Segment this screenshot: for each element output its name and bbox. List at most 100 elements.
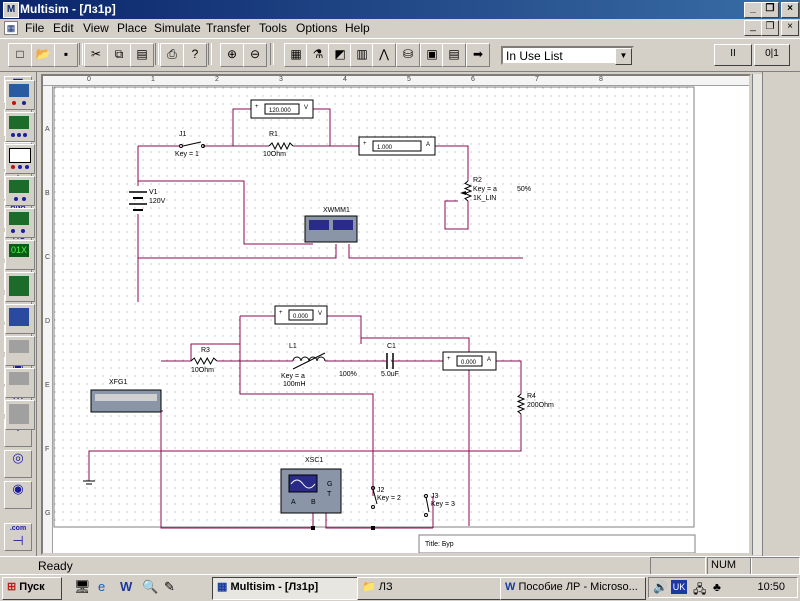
parts-bin-com-button[interactable]: .com⊣ — [4, 523, 32, 551]
in-use-list-dropdown[interactable]: In Use List ▼ — [501, 46, 634, 65]
minimize-button[interactable]: _ — [744, 2, 762, 18]
xwmm1-label: XWMM1 — [323, 207, 350, 214]
parts-bin-globe-button[interactable]: ◎ — [4, 450, 32, 478]
menu-options[interactable]: Options — [296, 21, 338, 35]
notepad-icon[interactable]: ✎ — [164, 579, 175, 594]
wire — [444, 200, 469, 230]
menu-transfer[interactable]: Transfer — [206, 21, 251, 35]
database-icon[interactable]: ⚗ — [306, 43, 330, 67]
menu-simulate[interactable]: Simulate — [154, 21, 201, 35]
zoom-out-icon[interactable]: ⊖ — [243, 43, 267, 67]
pause-simulation-button[interactable]: II — [714, 44, 752, 66]
start-button[interactable]: ⊞ Пуск — [2, 577, 62, 600]
copy-icon[interactable]: ⧉ — [107, 43, 131, 67]
menu-tools[interactable]: Tools — [259, 21, 288, 35]
mdi-close-button[interactable]: × — [781, 20, 799, 36]
report-icon[interactable]: ▤ — [442, 43, 466, 67]
wire — [160, 411, 314, 529]
chevron-down-icon[interactable]: ▼ — [615, 48, 632, 65]
tray-app-icon[interactable]: ♣ — [713, 580, 721, 594]
new-file-icon[interactable]: □ — [8, 43, 32, 67]
network-analyzer-icon[interactable] — [5, 400, 35, 430]
signal-icon[interactable]: ⋀ — [372, 43, 396, 67]
grapher-icon[interactable]: ◩ — [328, 43, 352, 67]
speaker-icon[interactable]: 🔊 — [653, 580, 668, 594]
ruler-tick-label: 0 — [87, 76, 91, 83]
task-word-doc[interactable]: W Пособие ЛР - Microso... — [500, 577, 646, 600]
ammeter-1-display — [372, 140, 422, 152]
spectrum-analyzer-icon[interactable] — [5, 368, 35, 398]
vertical-scrollbar[interactable] — [752, 74, 762, 555]
multimeter-instrument-icon[interactable] — [5, 80, 35, 110]
menu-file[interactable]: File — [25, 21, 45, 35]
status-panel — [650, 557, 706, 575]
mdi-restore-button[interactable]: ❐ — [761, 20, 779, 36]
word-generator-icon[interactable]: 01X — [5, 240, 35, 270]
toolbar — [0, 38, 800, 72]
logic-analyzer-icon[interactable] — [5, 272, 35, 302]
title-block-text: Title: Бур — [425, 541, 454, 548]
oscilloscope-icon[interactable] — [5, 176, 35, 206]
component-icon[interactable]: ▦ — [284, 43, 308, 67]
function-generator-icon[interactable] — [5, 112, 35, 142]
internet-explorer-icon[interactable]: e — [98, 579, 106, 594]
help-icon[interactable]: ? — [183, 43, 207, 67]
menu-view[interactable]: View — [83, 21, 109, 35]
r2-value-label: 1K_LIN — [473, 195, 496, 202]
menu-edit[interactable]: Edit — [53, 21, 74, 35]
wattmeter-screen — [333, 220, 353, 230]
cut-icon[interactable]: ✂ — [84, 43, 108, 67]
voltmeter-2-value: 0.000 — [293, 314, 309, 320]
j2-key-label: Key = 2 — [377, 495, 401, 502]
forward-arrow-icon[interactable]: ➡ — [466, 43, 490, 67]
v1-label: V1 — [149, 189, 158, 196]
wire — [496, 360, 522, 394]
task-multisim[interactable]: ▦ Multisim - [Лз1р] — [212, 577, 360, 600]
xsc1-channel-b-label: B — [311, 499, 316, 506]
print-icon[interactable]: ⎙ — [160, 43, 184, 67]
switch-contact — [424, 513, 428, 517]
desktop-icon[interactable]: 🖥 — [74, 579, 91, 594]
start-label: Пуск — [19, 581, 45, 593]
ammeter-2-plus-terminal: + — [447, 356, 451, 362]
document-icon[interactable]: ▦ — [4, 21, 18, 35]
voltmeter-2-plus-terminal: + — [279, 310, 283, 316]
word-icon[interactable]: W — [120, 579, 133, 594]
wire — [138, 180, 313, 245]
l1-key-label: Key = a — [281, 373, 305, 380]
task-folder[interactable]: 📁 ЛЗ — [357, 577, 503, 600]
close-button[interactable]: × — [781, 2, 799, 18]
maximize-button[interactable]: ❐ — [761, 2, 779, 18]
analysis-icon[interactable]: ▥ — [350, 43, 374, 67]
voltmeter-1-type-label: V — [304, 105, 308, 111]
save-icon[interactable]: ▪ — [54, 43, 78, 67]
wire — [203, 108, 251, 147]
zoom-in-icon[interactable]: ⊕ — [220, 43, 244, 67]
parts-bin-rf-button[interactable]: ◉ — [4, 481, 32, 509]
c1-value-label: 5.0uF — [381, 371, 399, 378]
distortion-analyzer-icon[interactable] — [5, 336, 35, 366]
toolbar-separator — [79, 43, 83, 65]
open-folder-icon[interactable]: 📂 — [31, 43, 55, 67]
menu-place[interactable]: Place — [117, 21, 148, 35]
logic-converter-icon[interactable] — [5, 304, 35, 334]
list-icon[interactable]: ▣ — [420, 43, 444, 67]
wire — [190, 316, 241, 361]
mdi-minimize-button[interactable]: _ — [744, 20, 762, 36]
task-label: ЛЗ — [378, 581, 393, 593]
run-simulation-switch[interactable]: 0|1 — [754, 44, 790, 66]
paste-icon[interactable]: ▤ — [130, 43, 154, 67]
postprocessor-icon[interactable]: ⛁ — [396, 43, 420, 67]
ruler-tick-label: 6 — [471, 76, 475, 83]
network-icon[interactable]: 🖧 — [693, 582, 707, 596]
xsc1-trigger-label: T — [327, 491, 332, 498]
language-indicator[interactable]: UK — [671, 580, 687, 594]
wattmeter-icon[interactable] — [5, 144, 35, 174]
multisim-task-icon: ▦ — [217, 581, 228, 593]
search-icon[interactable]: 🔍 — [142, 579, 159, 594]
multisim-app-icon[interactable]: M — [3, 2, 19, 18]
menu-help[interactable]: Help — [345, 21, 370, 35]
bode-plotter-icon[interactable] — [5, 208, 35, 238]
